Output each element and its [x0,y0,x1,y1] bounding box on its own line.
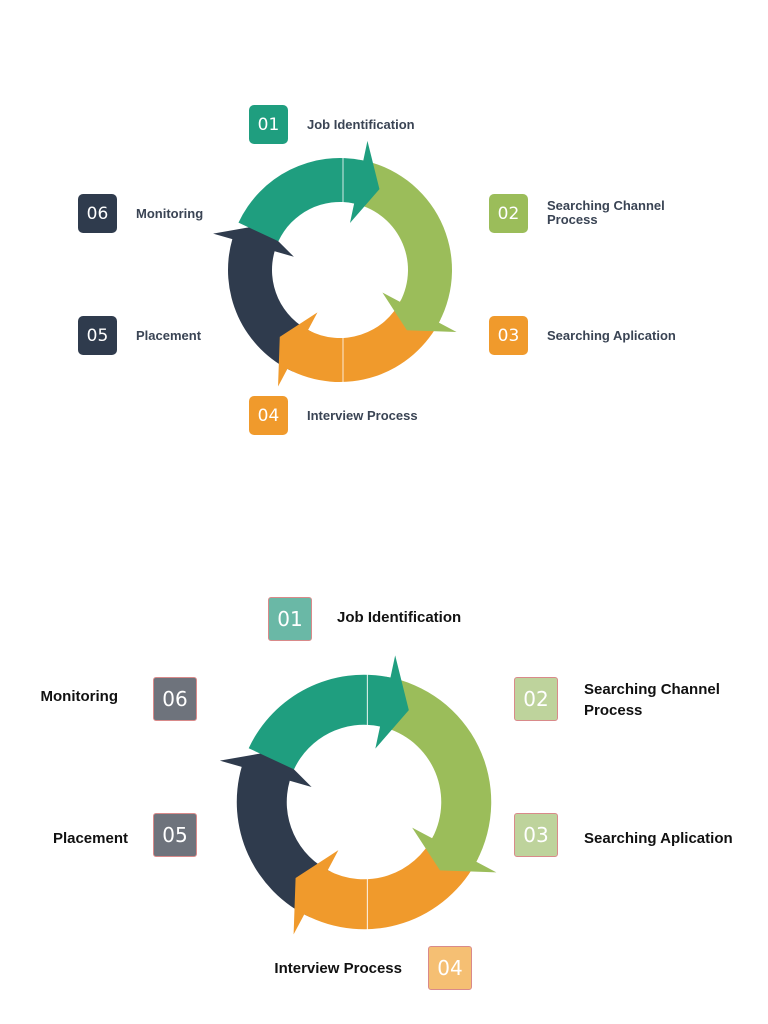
step-label-06: Monitoring [40,688,118,705]
cycle-graphic [213,140,457,387]
step-badge-03: 03 [514,813,558,857]
step-badge-06: 06 [78,194,117,233]
step-badge-03: 03 [489,316,528,355]
step-badge-01: 01 [268,597,312,641]
cycle-arrow-segment [238,140,380,242]
step-label-01: Job Identification [337,609,462,626]
cycle-arrow-segment [248,655,409,770]
cycle-arrow-segment [293,835,479,935]
step-badge-05: 05 [153,813,197,857]
cycle-arrows [213,140,457,387]
step-badge-05: 05 [78,316,117,355]
step-label-04: Interview Process [274,960,402,977]
cycle-arrow-segment [278,299,441,387]
cycle-diagram-variant: 01 Job Identification 02 Searching Chann… [0,560,768,1024]
step-label-06: Monitoring [136,206,204,221]
step-badge-02: 02 [489,194,528,233]
step-label-05: Placement [52,830,128,847]
cycle-arrow-segment [377,676,497,873]
cycle-arrows [219,655,497,935]
cycle-graphic [219,655,497,935]
step-badge-04: 04 [428,946,472,990]
step-label-04: Interview Process [307,408,418,423]
cycle-diagram-original: 01 Job Identification 02 Searching Chann… [0,0,768,470]
step-badge-02: 02 [514,677,558,721]
step-label-02: Searching Channel Process [547,198,665,227]
step-label-05: Placement [136,328,202,343]
cycle-arrow-segment [351,159,457,332]
step-badge-06: 06 [153,677,197,721]
step-label-03: Searching Aplication [584,830,733,847]
step-label-03: Searching Aplication [547,328,676,343]
step-badge-04: 04 [249,396,288,435]
step-label-01: Job Identification [307,117,415,132]
step-label-02: Searching Channel Process [584,681,720,719]
step-badge-01: 01 [249,105,288,144]
